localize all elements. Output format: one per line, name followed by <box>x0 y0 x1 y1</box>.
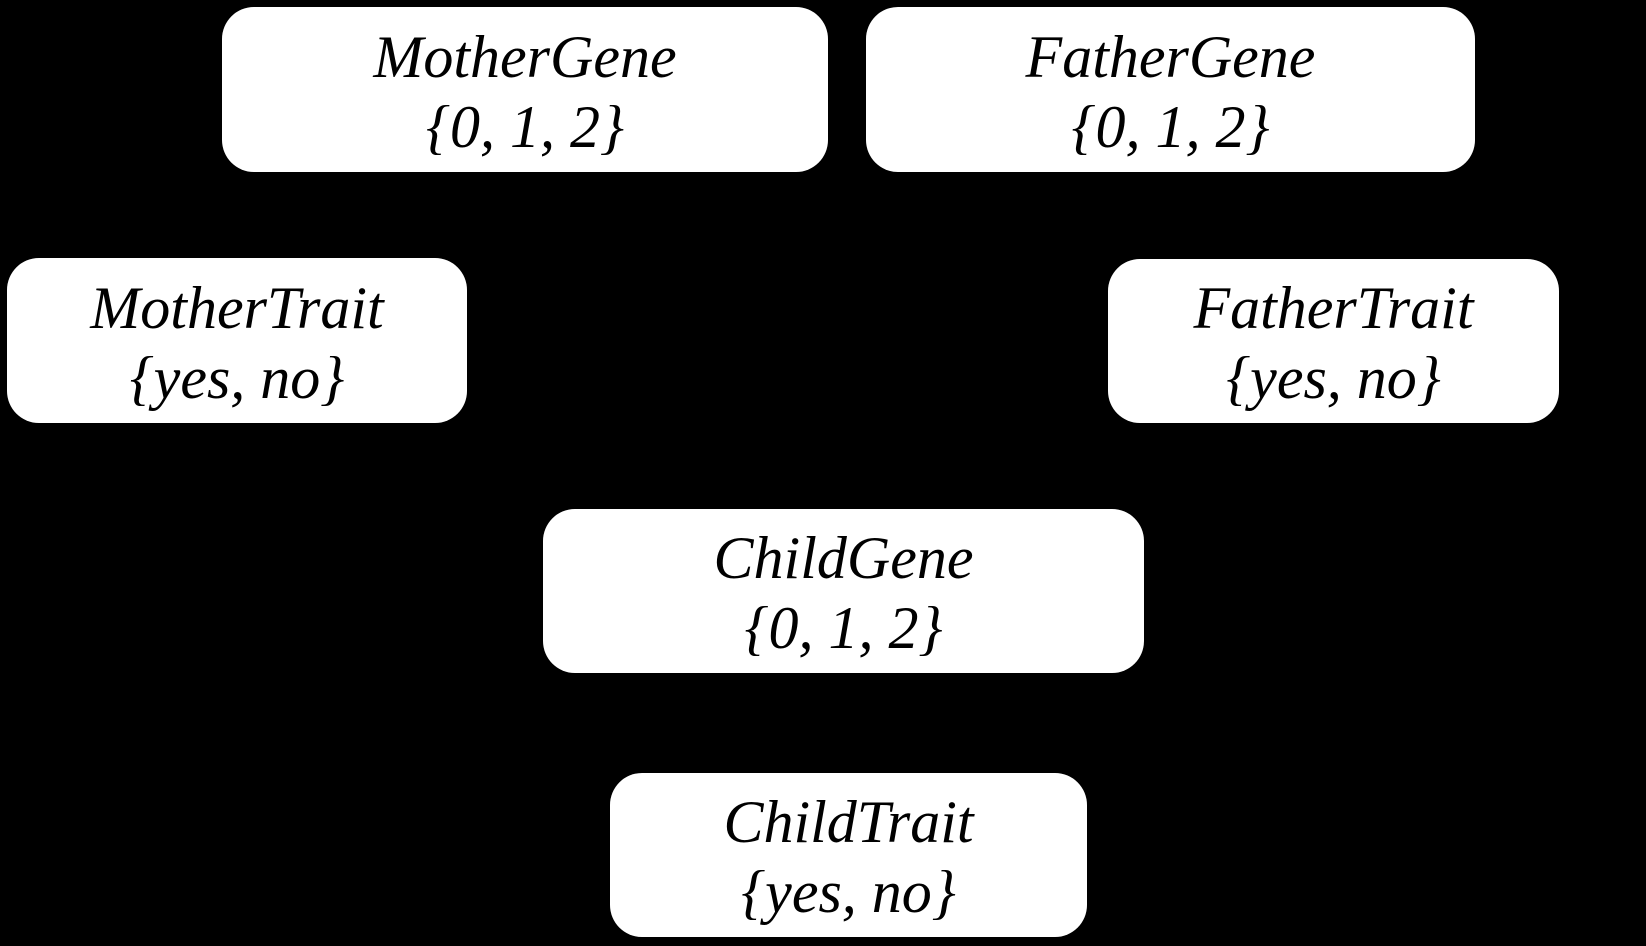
node-childgene-label: ChildGene <box>713 525 974 592</box>
node-mothergene: MotherGene {0, 1, 2} <box>222 7 828 172</box>
node-fathertrait: FatherTrait {yes, no} <box>1108 259 1559 423</box>
node-mothertrait-domain: {yes, no} <box>129 344 345 411</box>
node-childtrait: ChildTrait {yes, no} <box>610 773 1087 937</box>
node-childtrait-domain: {yes, no} <box>741 859 956 925</box>
node-childtrait-label: ChildTrait <box>723 789 974 856</box>
node-childgene: ChildGene {0, 1, 2} <box>543 509 1144 673</box>
node-mothergene-label: MotherGene <box>373 23 677 90</box>
node-mothergene-domain: {0, 1, 2} <box>426 93 624 160</box>
node-mothertrait-label: MotherTrait <box>90 274 384 341</box>
node-fathertrait-domain: {yes, no} <box>1226 345 1441 411</box>
node-childgene-domain: {0, 1, 2} <box>744 595 943 661</box>
node-fathergene-domain: {0, 1, 2} <box>1071 93 1270 160</box>
node-fathergene-label: FatherGene <box>1025 23 1316 90</box>
node-fathergene: FatherGene {0, 1, 2} <box>866 7 1475 172</box>
node-fathertrait-label: FatherTrait <box>1193 275 1474 342</box>
node-mothertrait: MotherTrait {yes, no} <box>7 258 467 423</box>
